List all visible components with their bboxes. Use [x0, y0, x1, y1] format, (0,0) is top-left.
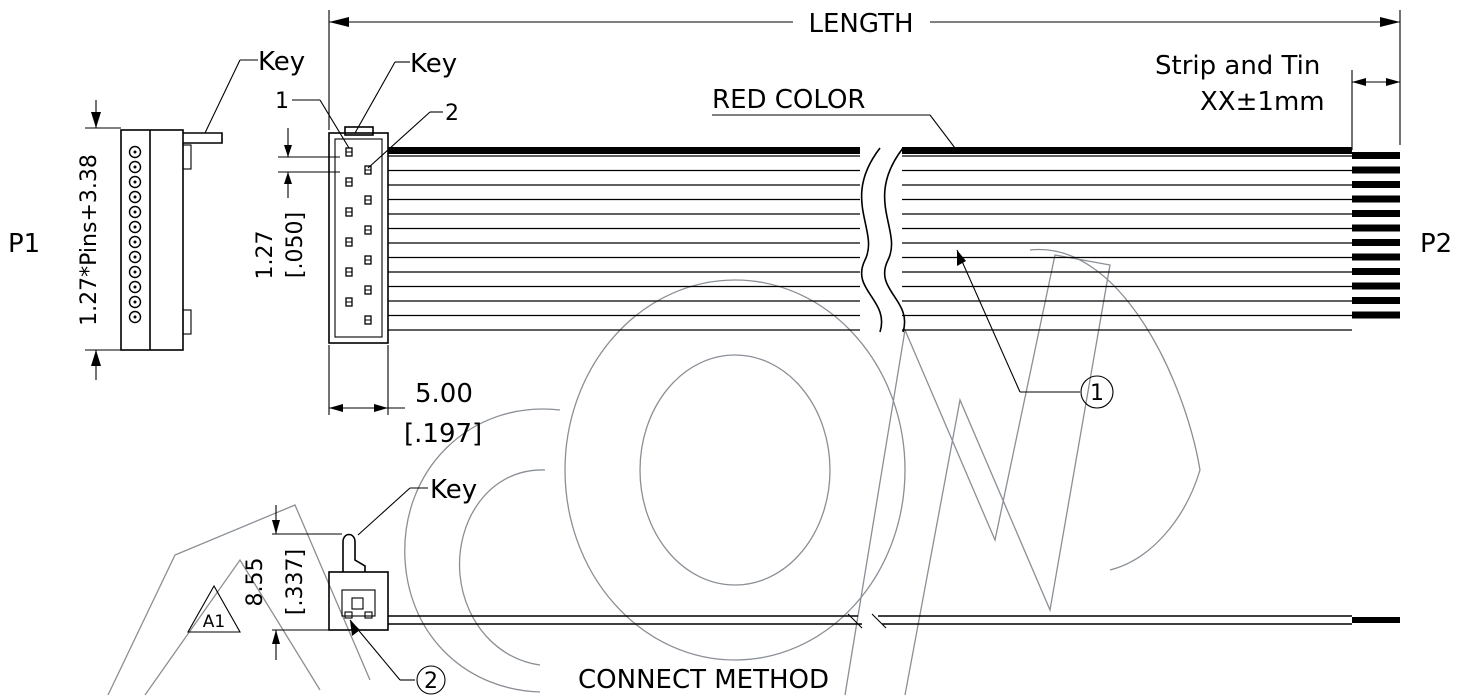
connector-item-number: 2	[424, 669, 438, 694]
watermark-letter-n	[844, 254, 1111, 696]
tinned-wire-end	[1352, 253, 1400, 261]
watermark-letter-o-outer	[564, 279, 906, 661]
connect-method-label: CONNECT METHOD	[578, 665, 829, 695]
key-top-label: Key	[410, 49, 457, 79]
width-dimension: 5.00 [.197]	[328, 345, 482, 449]
connector-item-callout: 2	[349, 619, 446, 695]
tinned-wire-end	[1352, 268, 1400, 275]
pitch-formula-label: 1.27*Pins+3.38	[77, 154, 102, 326]
strip-and-tin-ends	[1352, 152, 1400, 319]
main-connector-pins	[345, 147, 372, 325]
strip-tin-dimension: Strip and Tin XX±1mm	[1155, 51, 1400, 150]
tinned-wire-end	[1352, 152, 1400, 159]
red-color-label: RED COLOR	[712, 85, 866, 115]
tinned-wire-end	[1352, 195, 1400, 203]
cable-break-right	[883, 147, 906, 333]
tinned-wire-end	[1352, 210, 1400, 217]
tinned-wire-end	[1352, 297, 1400, 304]
p1-label: P1	[8, 229, 40, 259]
width-mm-label: 5.00	[415, 379, 473, 409]
height-mm-label: 8.55	[243, 558, 268, 607]
length-dimension: LENGTH	[328, 9, 1401, 145]
pin-1-label: 1	[275, 89, 289, 114]
watermark-logo	[107, 248, 1201, 696]
key-bottom-label: Key	[430, 475, 477, 505]
tinned-wire-end	[1352, 282, 1400, 290]
watermark-letter-c	[404, 408, 561, 693]
revision-triangle: A1	[187, 584, 241, 633]
height-dimension: 8.55 [.337]	[243, 505, 342, 660]
p1-height-dimension: 1.27*Pins+3.38	[77, 100, 121, 380]
connect-method-view	[328, 533, 1400, 631]
key-left-callout: Key	[204, 47, 305, 134]
tinned-wire-end	[1352, 311, 1400, 319]
cable-item-number: 1	[1090, 381, 1104, 406]
width-in-label: [.197]	[404, 419, 482, 449]
ribbon-cable	[388, 140, 1400, 340]
tinned-wire-end	[1352, 166, 1400, 174]
length-label: LENGTH	[808, 9, 913, 39]
watermark-letter-o-inner	[639, 354, 831, 586]
cable-break-left	[860, 147, 883, 333]
main-connector-front-view	[328, 126, 389, 344]
key-bottom-callout: Key	[357, 475, 477, 536]
pitch-dimension: 1.27 [.050]	[253, 128, 340, 279]
p2-label: P2	[1420, 229, 1452, 259]
watermark-letter-a	[107, 504, 371, 696]
pin-2-label: 2	[445, 101, 459, 126]
watermark-swoosh	[1029, 248, 1201, 571]
pin-callouts: 1 2 Key	[275, 49, 459, 169]
tinned-wire-end	[1352, 181, 1400, 188]
height-in-label: [.337]	[283, 549, 308, 615]
pitch-mm-label: 1.27	[253, 231, 278, 280]
strip-tin-label: Strip and Tin	[1155, 51, 1320, 81]
tinned-wire-end	[1352, 239, 1400, 246]
red-color-callout: RED COLOR	[712, 85, 956, 149]
p1-pin-column	[128, 145, 142, 324]
connect-key-tab	[342, 533, 366, 572]
tinned-wire-end	[1352, 224, 1400, 232]
revision-label: A1	[203, 612, 225, 632]
key-left-label: Key	[258, 47, 305, 77]
pitch-in-label: [.050]	[283, 212, 308, 278]
cable-item-callout: 1	[956, 249, 1114, 409]
p1-connector-side-view	[120, 129, 223, 351]
strip-tin-tolerance-label: XX±1mm	[1200, 87, 1325, 117]
